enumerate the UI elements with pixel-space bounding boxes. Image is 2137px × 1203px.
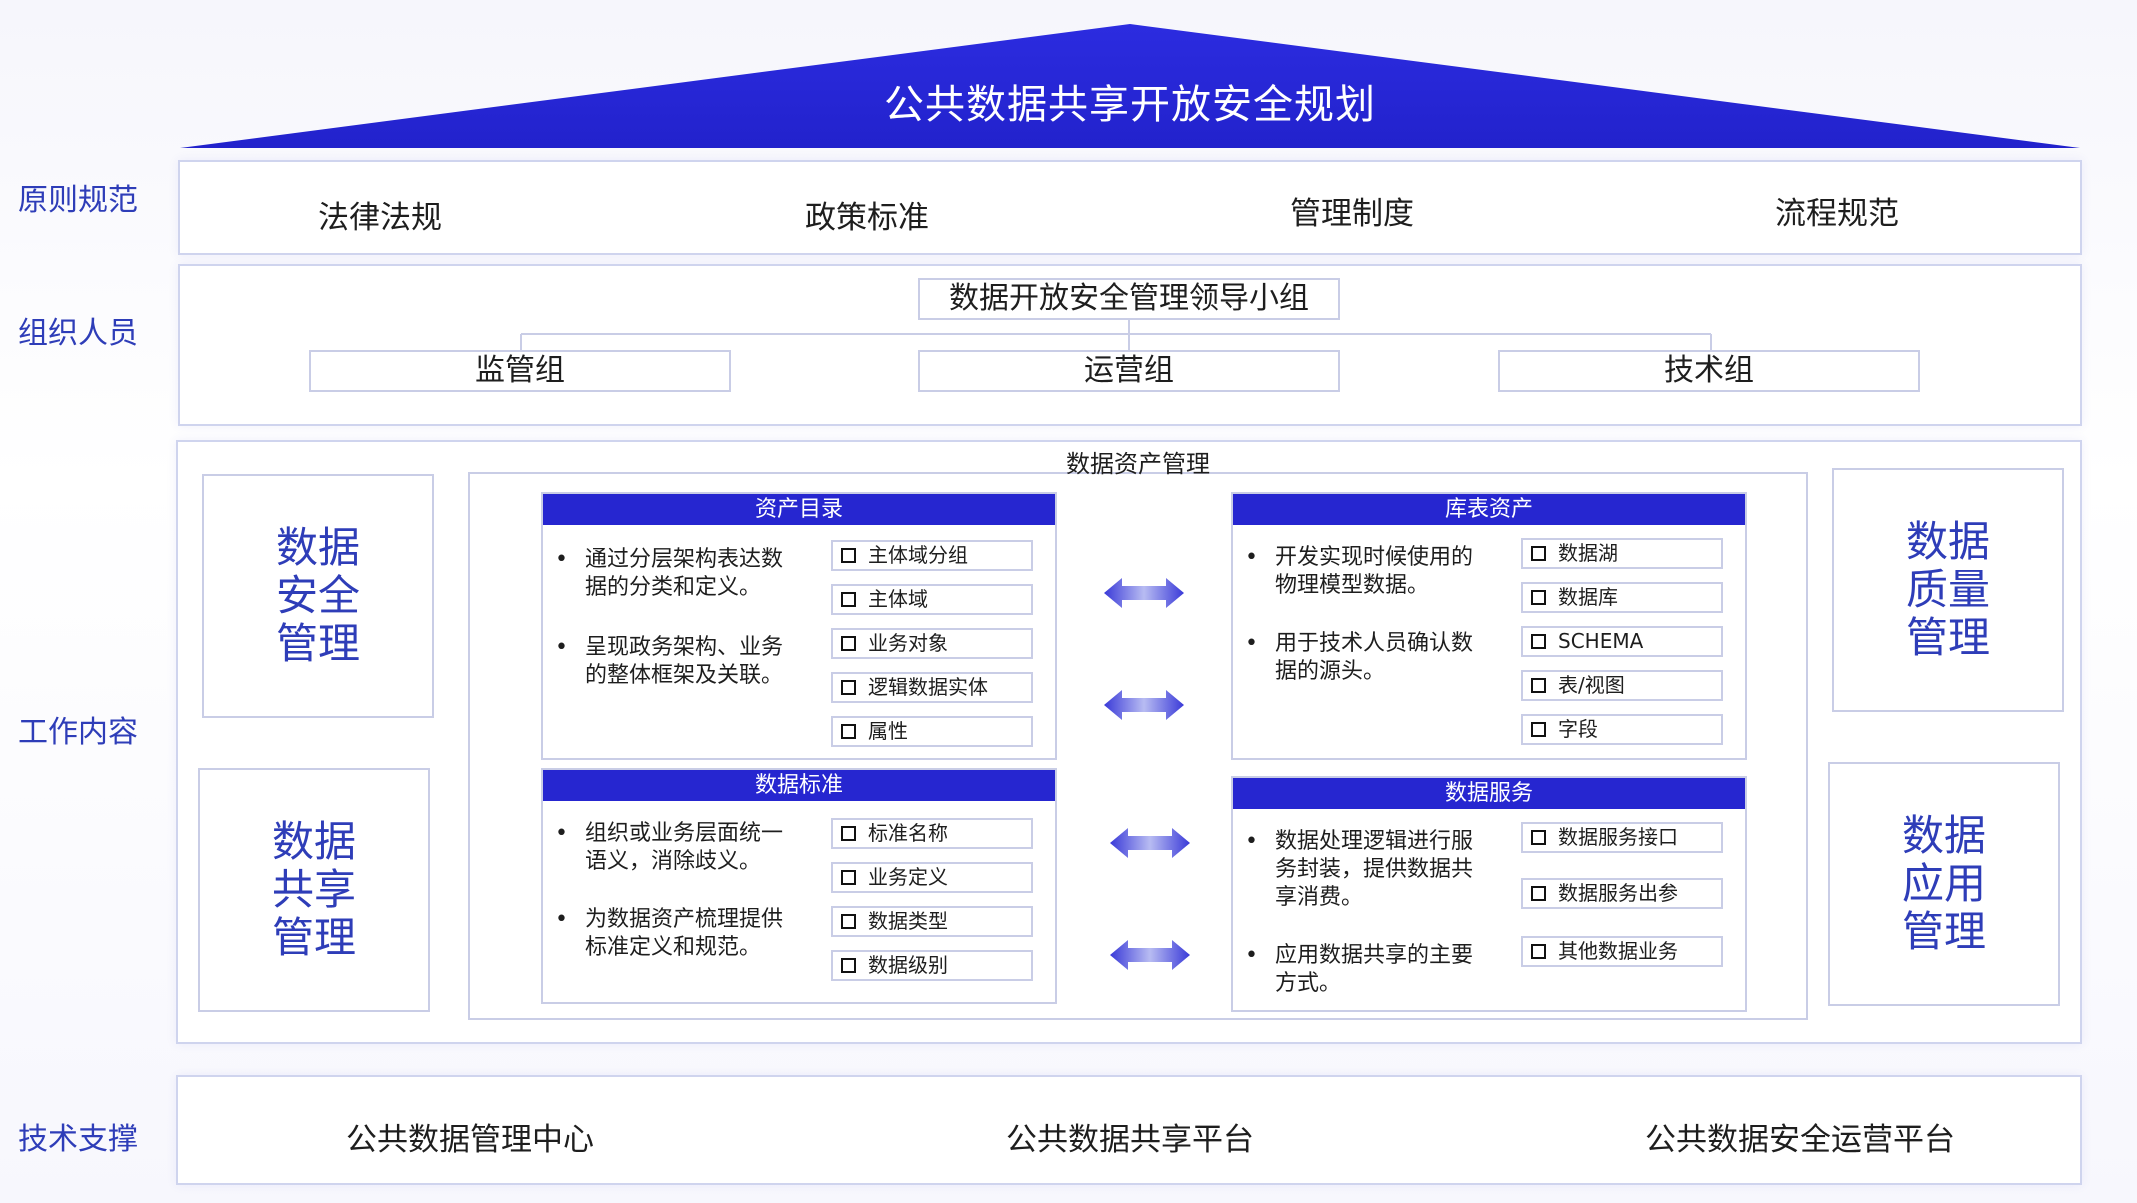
standard-tag-2: 业务定义 <box>831 862 1033 893</box>
asset-management-title: 数据资产管理 <box>1066 450 1210 478</box>
catalog-bullet-2-text: 呈现政务架构、业务的整体框架及关联。 <box>585 635 784 688</box>
row-label-principles: 原则规范 <box>18 183 138 218</box>
checkbox-icon <box>841 635 856 651</box>
row-label-work: 工作内容 <box>18 715 138 750</box>
bullet-dot: • <box>555 635 568 660</box>
row-label-tech: 技术支撑 <box>18 1122 138 1157</box>
catalog-bullet-1: • 通过分层架构表达数据的分类和定义。 <box>555 546 795 602</box>
side-data-quality-label: 数据质量管理 <box>1905 517 1990 662</box>
service-bullet-2-text: 应用数据共享的主要方式。 <box>1275 943 1474 996</box>
catalog-tag-1: 主体域分组 <box>831 540 1033 571</box>
principle-management: 管理制度 <box>1290 196 1414 232</box>
service-tag-1: 数据服务接口 <box>1521 822 1723 853</box>
catalog-bullet-2: • 呈现政务架构、业务的整体框架及关联。 <box>555 634 795 690</box>
standard-tag-1: 标准名称 <box>831 818 1033 849</box>
double-arrow-icon <box>1104 578 1184 608</box>
catalog-tag-3: 业务对象 <box>831 628 1033 659</box>
catalog-tag-4: 逻辑数据实体 <box>831 672 1033 703</box>
checkbox-icon <box>1531 829 1546 845</box>
bullet-dot: • <box>1245 545 1258 570</box>
checkbox-icon <box>841 957 856 973</box>
checkbox-icon <box>1531 545 1546 561</box>
double-arrow-icon <box>1110 828 1190 858</box>
tech-security-operations-platform: 公共数据安全运营平台 <box>1645 1122 1955 1158</box>
library-tag-4: 表/视图 <box>1521 670 1723 701</box>
standard-bullet-2: • 为数据资产梳理提供标准定义和规范。 <box>555 906 795 962</box>
library-bullet-1: • 开发实现时候使用的物理模型数据。 <box>1245 544 1485 600</box>
panel-data-service-title: 数据服务 <box>1233 778 1745 809</box>
principle-process: 流程规范 <box>1775 196 1899 232</box>
checkbox-icon <box>841 723 856 739</box>
checkbox-icon <box>841 591 856 607</box>
standard-tag-3: 数据类型 <box>831 906 1033 937</box>
bullet-dot: • <box>1245 829 1258 854</box>
org-group-supervision: 监管组 <box>309 350 731 392</box>
checkbox-icon <box>1531 589 1546 605</box>
checkbox-icon <box>1531 885 1546 901</box>
service-tag-3: 其他数据业务 <box>1521 936 1723 967</box>
checkbox-icon <box>841 547 856 563</box>
bullet-dot: • <box>1245 943 1258 968</box>
standard-bullet-2-text: 为数据资产梳理提供标准定义和规范。 <box>585 907 784 960</box>
panel-data-service: 数据服务 • 数据处理逻辑进行服务封装，提供数据共享消费。 • 应用数据共享的主要方… <box>1231 776 1747 1012</box>
panel-asset-catalog: 资产目录 • 通过分层架构表达数据的分类和定义。 • 呈现政务架构、业务的整体框架及… <box>541 492 1057 760</box>
side-data-security: 数据安全管理 <box>202 474 434 718</box>
tech-band <box>176 1075 2082 1185</box>
catalog-tag-5: 属性 <box>831 716 1033 747</box>
panel-data-standard: 数据标准 • 组织或业务层面统一语义，消除歧义。 • 为数据资产梳理提供标准定义和规… <box>541 768 1057 1004</box>
panel-data-standard-title: 数据标准 <box>543 770 1055 801</box>
principle-policy: 政策标准 <box>805 200 929 236</box>
side-data-quality: 数据质量管理 <box>1832 468 2064 712</box>
checkbox-icon <box>841 679 856 695</box>
library-tag-2: 数据库 <box>1521 582 1723 613</box>
standard-tag-4: 数据级别 <box>831 950 1033 981</box>
side-data-security-label: 数据安全管理 <box>275 523 360 668</box>
side-data-application-label: 数据应用管理 <box>1901 811 1986 956</box>
bullet-dot: • <box>555 821 568 846</box>
bullet-dot: • <box>555 547 568 572</box>
library-bullet-1-text: 开发实现时候使用的物理模型数据。 <box>1275 545 1474 598</box>
checkbox-icon <box>1531 721 1546 737</box>
checkbox-icon <box>1531 943 1546 959</box>
service-bullet-2: • 应用数据共享的主要方式。 <box>1245 942 1485 998</box>
library-bullet-2-text: 用于技术人员确认数据的源头。 <box>1275 631 1474 684</box>
checkbox-icon <box>1531 677 1546 693</box>
panel-asset-catalog-title: 资产目录 <box>543 494 1055 525</box>
library-tag-1: 数据湖 <box>1521 538 1723 569</box>
library-tag-3: SCHEMA <box>1521 626 1723 657</box>
bullet-dot: • <box>555 907 568 932</box>
panel-table-assets: 库表资产 • 开发实现时候使用的物理模型数据。 • 用于技术人员确认数据的源头。 数… <box>1231 492 1747 760</box>
side-data-sharing-label: 数据共享管理 <box>271 817 356 962</box>
standard-bullet-1-text: 组织或业务层面统一语义，消除歧义。 <box>585 821 784 874</box>
checkbox-icon <box>841 869 856 885</box>
tech-sharing-platform: 公共数据共享平台 <box>1006 1122 1254 1158</box>
principle-law: 法律法规 <box>318 200 442 236</box>
catalog-tag-2: 主体域 <box>831 584 1033 615</box>
double-arrow-icon <box>1110 940 1190 970</box>
library-tag-5: 字段 <box>1521 714 1723 745</box>
standard-bullet-1: • 组织或业务层面统一语义，消除歧义。 <box>555 820 795 876</box>
side-data-sharing: 数据共享管理 <box>198 768 430 1012</box>
panel-table-assets-title: 库表资产 <box>1233 494 1745 525</box>
service-bullet-1-text: 数据处理逻辑进行服务封装，提供数据共享消费。 <box>1275 829 1474 910</box>
checkbox-icon <box>1531 633 1546 649</box>
tech-management-center: 公共数据管理中心 <box>346 1122 594 1158</box>
org-group-technology: 技术组 <box>1498 350 1920 392</box>
roof-shape <box>180 24 2080 148</box>
org-leader-box: 数据开放安全管理领导小组 <box>918 278 1340 320</box>
checkbox-icon <box>841 913 856 929</box>
double-arrow-icon <box>1104 690 1184 720</box>
service-tag-2: 数据服务出参 <box>1521 878 1723 909</box>
side-data-application: 数据应用管理 <box>1828 762 2060 1006</box>
checkbox-icon <box>841 825 856 841</box>
row-label-organization: 组织人员 <box>18 316 138 351</box>
org-connector-lines <box>520 319 1712 352</box>
org-group-operation: 运营组 <box>918 350 1340 392</box>
principles-band <box>178 160 2082 255</box>
service-bullet-1: • 数据处理逻辑进行服务封装，提供数据共享消费。 <box>1245 828 1485 912</box>
page-title: 公共数据共享开放安全规划 <box>884 82 1376 128</box>
catalog-bullet-1-text: 通过分层架构表达数据的分类和定义。 <box>585 547 784 600</box>
bullet-dot: • <box>1245 631 1258 656</box>
library-bullet-2: • 用于技术人员确认数据的源头。 <box>1245 630 1485 686</box>
